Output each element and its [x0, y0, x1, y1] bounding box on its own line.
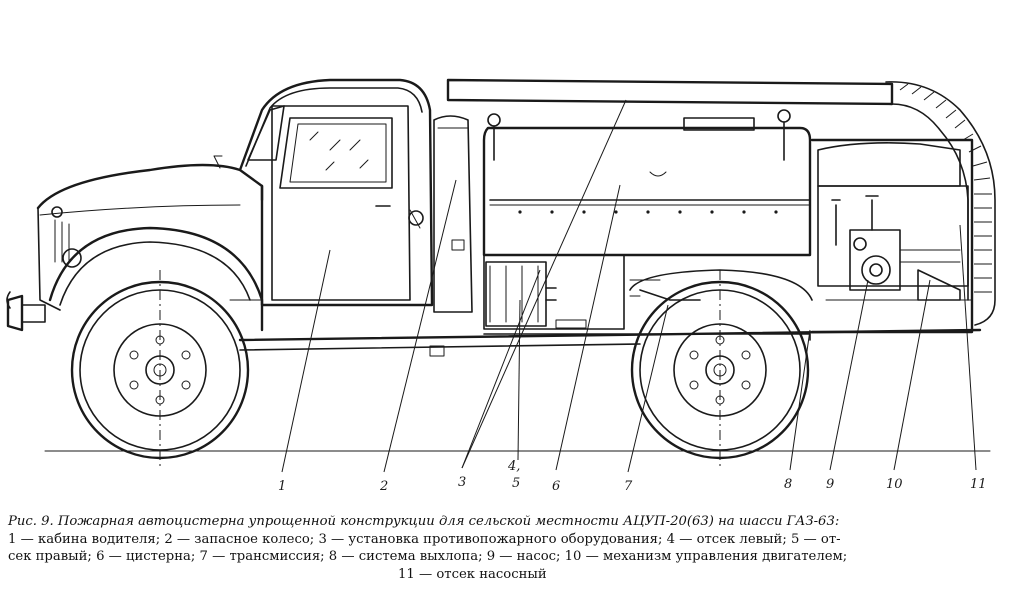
callout-7: 7 — [624, 479, 633, 494]
front-fender — [48, 226, 264, 332]
callout-6: 6 — [552, 479, 560, 494]
caption-legend-line-3: 11 — отсек насосный — [398, 566, 547, 582]
figure-caption: Рис. 9. Пожарная автоцистерна упрощенной… — [8, 513, 1016, 583]
caption-legend-line-2: сек правый; 6 — цистерна; 7 — трансмисси… — [8, 549, 848, 564]
cab — [213, 78, 434, 307]
callout-numbers: 1 2 3 4, 5 6 7 8 9 10 11 — [278, 459, 987, 494]
suction-pipe — [446, 78, 996, 326]
callout-3: 3 — [458, 475, 466, 490]
callout-5: 5 — [512, 476, 520, 491]
side-compartments — [483, 254, 625, 330]
caption-title: Рис. 9. Пожарная автоцистерна упрощенной… — [8, 514, 840, 529]
callout-4: 4, — [507, 459, 520, 474]
tank-rivets — [518, 210, 778, 214]
caption-legend-line-1: 1 — кабина водителя; 2 — запасное колесо… — [8, 531, 841, 547]
spare-wheel — [433, 115, 473, 313]
callout-11: 11 — [970, 477, 987, 492]
leader-lines — [281, 99, 977, 473]
fire-truck-drawing: 1 2 3 4, 5 6 7 8 9 10 11 — [6, 78, 996, 494]
callout-1: 1 — [278, 479, 286, 494]
callout-2: 2 — [379, 479, 388, 494]
pump-compartment — [810, 138, 974, 334]
hood — [36, 163, 264, 311]
callout-10: 10 — [886, 477, 903, 492]
callout-8: 8 — [784, 477, 792, 492]
rear-wheel — [629, 269, 813, 460]
wheel-centerlines — [159, 270, 721, 470]
front-bumper — [6, 291, 46, 332]
callout-9: 9 — [826, 477, 834, 492]
tank — [482, 109, 812, 257]
chassis-frame — [238, 279, 982, 357]
